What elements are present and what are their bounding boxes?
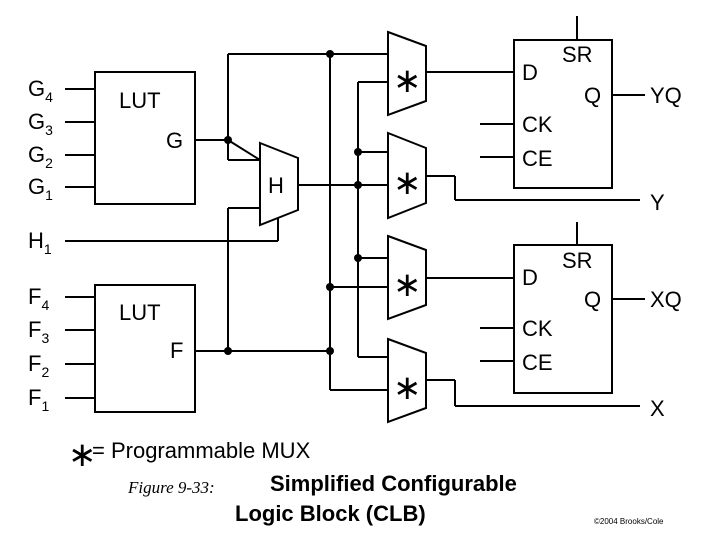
caption-line-2: Logic Block (CLB) bbox=[235, 501, 426, 526]
ff-top-sr-label: SR bbox=[562, 42, 593, 67]
input-f3-label: F3 bbox=[28, 317, 49, 346]
lut-f-title: LUT bbox=[119, 300, 161, 325]
lut-f-box bbox=[94, 284, 196, 413]
lut-g-title: LUT bbox=[119, 88, 161, 113]
lut-f-output-label: F bbox=[170, 338, 183, 363]
caption-line-1: Simplified Configurable bbox=[270, 471, 517, 496]
prog-mux-3 bbox=[387, 234, 427, 321]
prog-mux-4-symbol: ∗ bbox=[393, 369, 422, 407]
h-mux-label: H bbox=[268, 173, 284, 198]
copyright-note: ©2004 Brooks/Cole bbox=[594, 517, 664, 526]
ff-bottom-ck-label: CK bbox=[522, 316, 553, 341]
output-x-label: X bbox=[650, 396, 665, 421]
prog-mux-2-symbol: ∗ bbox=[393, 164, 422, 202]
input-g4-label: G4 bbox=[28, 76, 53, 105]
prog-mux-1-symbol: ∗ bbox=[393, 62, 422, 100]
ff-top-q-label: Q bbox=[584, 83, 601, 108]
input-g2-label: G2 bbox=[28, 142, 53, 171]
caption-figure-number: Figure 9-33: bbox=[127, 478, 215, 497]
ff-top-box bbox=[513, 39, 613, 189]
input-f4-label: F4 bbox=[28, 284, 49, 313]
internal-wires bbox=[65, 53, 640, 407]
prog-mux-2 bbox=[387, 131, 427, 220]
input-h1-label: H1 bbox=[28, 228, 52, 257]
lut-g-output-label: G bbox=[166, 128, 183, 153]
ff-bottom-d-label: D bbox=[522, 265, 538, 290]
ff-top-ce-label: CE bbox=[522, 146, 553, 171]
lut-g-box bbox=[94, 71, 196, 205]
ff-bottom-sr-label: SR bbox=[562, 248, 593, 273]
input-f2-label: F2 bbox=[28, 351, 49, 380]
input-wires bbox=[65, 88, 95, 399]
output-y-label: Y bbox=[650, 190, 665, 215]
prog-mux-3-symbol: ∗ bbox=[393, 266, 422, 304]
output-xq-label: XQ bbox=[650, 287, 682, 312]
prog-mux-4 bbox=[387, 337, 427, 424]
h-mux bbox=[259, 141, 299, 227]
legend-text: = Programmable MUX bbox=[92, 438, 311, 463]
ff-bottom-q-label: Q bbox=[584, 287, 601, 312]
output-yq-label: YQ bbox=[650, 83, 682, 108]
ff-bottom-box bbox=[513, 244, 613, 394]
input-g3-label: G3 bbox=[28, 109, 53, 138]
prog-mux-1 bbox=[387, 30, 427, 117]
input-g1-label: G1 bbox=[28, 174, 53, 203]
junction-dots bbox=[224, 50, 362, 355]
ff-bottom-ce-label: CE bbox=[522, 350, 553, 375]
input-f1-label: F1 bbox=[28, 385, 49, 414]
ff-top-ck-label: CK bbox=[522, 112, 553, 137]
legend-symbol: ∗ bbox=[68, 436, 97, 474]
ff-top-d-label: D bbox=[522, 60, 538, 85]
